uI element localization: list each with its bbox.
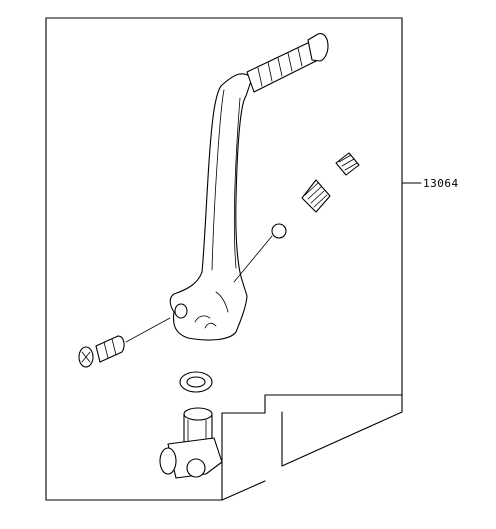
outline-lower-right-edge [221,394,403,501]
kick-pedal-lever [169,33,329,341]
bolt-alignment-line [125,317,171,343]
steel-ball [271,223,287,239]
oil-seal-washer [179,371,213,393]
part-number-label: 13064 [423,177,459,190]
ball-alignment-line [233,235,273,283]
kick-shaft [159,407,223,479]
large-spring [301,179,331,213]
pivot-bolt [78,335,125,368]
small-spring [335,152,360,176]
assembly-outline-box [45,17,403,501]
